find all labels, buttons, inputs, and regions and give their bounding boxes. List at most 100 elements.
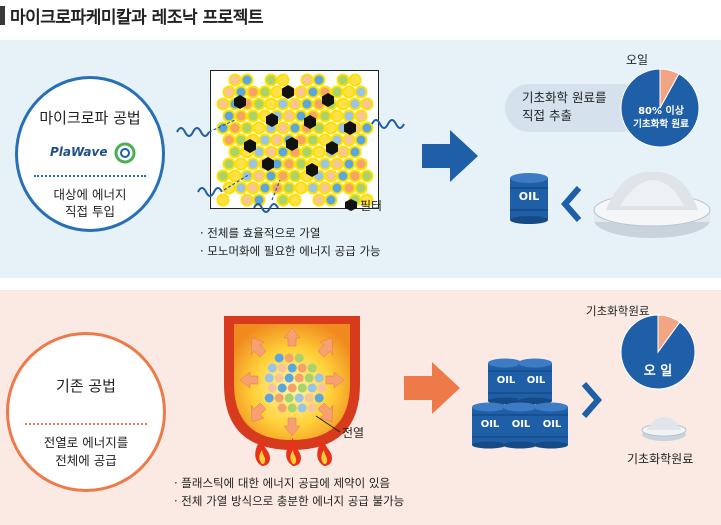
particle	[330, 157, 344, 171]
barrel-label-4: OIL	[511, 419, 531, 430]
page-title: 마이크로파케미칼과 레조낙 프로젝트	[10, 8, 264, 28]
particle	[234, 109, 248, 123]
particle	[276, 73, 290, 87]
oil-barrel-stack-icon	[472, 358, 568, 449]
particle	[252, 169, 266, 183]
heated-particle	[307, 383, 317, 393]
particle	[276, 169, 290, 183]
particle	[336, 73, 350, 87]
heated-particle	[264, 373, 274, 383]
filter-label: 필터	[360, 199, 383, 213]
heated-particle	[304, 393, 314, 403]
heated-particle	[267, 363, 277, 373]
electric-heater-vessel	[224, 316, 360, 450]
plawave-logo: PlaWave	[48, 139, 138, 169]
filter-hexagon	[322, 93, 334, 107]
conventional-note-2: · 전체 가열 방식으로 충분한 에너지 공급 불가능	[174, 494, 405, 508]
particle	[360, 121, 374, 135]
pie-top-big-label-2: 기초화학 원료	[633, 119, 689, 130]
oil-barrel-icon	[510, 173, 548, 224]
heated-particle	[284, 373, 294, 383]
chevron-right-icon	[581, 382, 602, 418]
particle	[288, 121, 302, 135]
heated-particle	[314, 393, 324, 403]
oil-barrel	[488, 358, 522, 405]
particle	[312, 73, 326, 87]
particle	[342, 181, 356, 195]
particle	[318, 157, 332, 171]
oil-barrel	[518, 358, 552, 405]
particle	[354, 85, 368, 99]
particle	[294, 157, 308, 171]
flame-icons	[255, 438, 332, 466]
particle	[258, 181, 272, 195]
filter-hexagon	[344, 121, 356, 135]
filter-hexagon	[304, 115, 316, 129]
small-powder-dish-icon	[641, 416, 687, 441]
particle	[276, 145, 290, 159]
particle	[264, 169, 278, 183]
particle	[300, 73, 314, 87]
particle	[324, 121, 338, 135]
heated-particle	[284, 393, 294, 403]
heated-particle	[317, 383, 327, 393]
pie-bot-small-label: 기초화학원료	[586, 304, 650, 318]
heated-particle	[287, 403, 297, 413]
particle	[324, 193, 338, 207]
particle	[330, 181, 344, 195]
heated-particle	[277, 403, 287, 413]
conventional-result-pie	[620, 314, 696, 390]
filter-hexagon	[244, 139, 256, 153]
powder-dish-icon	[593, 171, 711, 238]
particle	[330, 109, 344, 123]
oil-barrel	[503, 402, 537, 449]
conventional-method-circle: 기존 공법 전열로 에너지를 전체에 공급	[6, 332, 166, 492]
pie-bot-big-label: 오 일	[643, 364, 673, 379]
particle	[312, 193, 326, 207]
particle	[288, 193, 302, 207]
particle	[360, 97, 374, 111]
particle	[336, 169, 350, 183]
microwave-note-1: · 전체를 효율적으로 가열	[200, 226, 321, 240]
particle	[348, 97, 362, 111]
particle	[348, 169, 362, 183]
particle	[222, 157, 236, 171]
particle	[282, 181, 296, 195]
particle	[300, 145, 314, 159]
particle	[222, 85, 236, 99]
particle	[228, 73, 242, 87]
conventional-process-arrow-icon	[404, 362, 460, 414]
particle	[360, 193, 374, 207]
heated-particle	[277, 363, 287, 373]
particle	[246, 157, 260, 171]
particle	[324, 169, 338, 183]
particle	[294, 181, 308, 195]
microwave-desc-line2: 직접 투입	[65, 204, 115, 219]
heated-particle	[307, 363, 317, 373]
extract-label-line2: 직접 추출	[522, 108, 572, 123]
particle	[252, 193, 266, 207]
particle	[216, 97, 230, 111]
filter-hexagon	[282, 85, 294, 99]
particle	[348, 145, 362, 159]
heated-particle	[297, 383, 307, 393]
filter-hexagon	[286, 137, 298, 151]
particle	[264, 97, 278, 111]
particle	[342, 85, 356, 99]
particle	[288, 169, 302, 183]
filter-hexagon	[234, 95, 246, 109]
heated-particle	[267, 383, 277, 393]
pie-top-small-label: 오일	[626, 53, 649, 67]
plawave-logo-text: PlaWave	[50, 145, 108, 159]
heat-label: 전열	[342, 426, 365, 440]
particle	[360, 169, 374, 183]
particle	[282, 109, 296, 123]
microwave-method-circle: 마이크로파 공법 PlaWave 대상에 에너지 직접 투입	[15, 76, 165, 232]
particle	[294, 85, 308, 99]
heated-particle	[274, 373, 284, 383]
particle	[354, 157, 368, 171]
particle	[228, 169, 242, 183]
heated-particle	[297, 403, 307, 413]
particle	[264, 145, 278, 159]
particle	[300, 97, 314, 111]
